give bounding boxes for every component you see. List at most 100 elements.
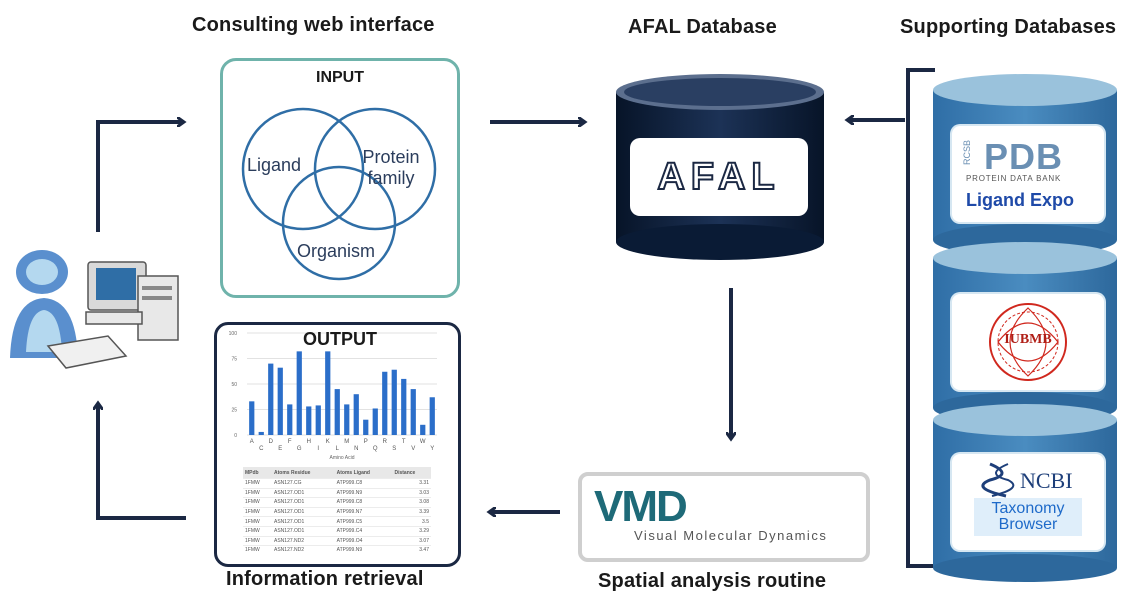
- dna-helix-icon: [981, 462, 1015, 498]
- table-cell: ASN127.CG: [272, 478, 335, 489]
- venn-circle-organism: [281, 165, 397, 281]
- user-computer-icon: [10, 250, 179, 369]
- table-header-cell: Distance: [392, 467, 431, 479]
- x-tick-label: E: [278, 446, 282, 452]
- heading-spatial-analysis: Spatial analysis routine: [598, 570, 827, 592]
- bar-D: [268, 363, 274, 435]
- y-tick-label: 100: [229, 331, 238, 337]
- table-cell: ATP999.C5: [334, 516, 393, 527]
- bar-R: [382, 371, 388, 435]
- table-cell: 3.03: [392, 487, 431, 498]
- table-cell: 1FMW: [243, 545, 273, 555]
- bar-Q: [372, 408, 378, 435]
- vmd-panel: VMD Visual Molecular Dynamics: [578, 472, 870, 562]
- table-cell: 1FMW: [243, 506, 273, 517]
- ligand-expo-label: Ligand Expo: [966, 190, 1074, 210]
- table-cell: 1FMW: [243, 535, 273, 546]
- heading-afal-database: AFAL Database: [628, 16, 777, 38]
- bar-G: [296, 351, 302, 435]
- x-tick-label: H: [307, 439, 311, 445]
- x-tick-label: N: [354, 446, 358, 452]
- arrow-user-to-input: [96, 122, 183, 232]
- table-cell: 1FMW: [243, 487, 273, 498]
- x-tick-label: L: [336, 446, 340, 452]
- bar-W: [420, 424, 426, 435]
- x-tick-label: Q: [373, 446, 378, 452]
- venn-circle-protein-family: [313, 107, 437, 231]
- table-cell: ASN127.OD1: [272, 525, 335, 537]
- x-tick-label: P: [364, 439, 368, 445]
- iubmb-logo: IUBMB: [1004, 332, 1052, 347]
- venn-label-organism: Organism: [297, 241, 376, 261]
- x-tick-label: C: [259, 446, 264, 452]
- table-cell: ASN127.ND2: [272, 535, 335, 546]
- venn-label-ligand: Ligand: [247, 155, 302, 175]
- venn-circle-ligand: [241, 107, 365, 231]
- table-cell: ASN127.OD1: [272, 487, 335, 498]
- x-tick-label: M: [344, 439, 349, 445]
- input-title: INPUT: [316, 69, 364, 86]
- table-cell: 3.47: [392, 545, 431, 555]
- afal-database-cylinder: [616, 74, 824, 260]
- table-cell: ATP999.N7: [334, 506, 393, 517]
- supporting-cylinder-stack: [933, 74, 1117, 582]
- bar-T: [401, 378, 407, 435]
- table-cell: ASN127.OD1: [272, 516, 335, 527]
- bar-S: [391, 369, 397, 435]
- rcsb-text: RCSB: [962, 140, 972, 166]
- taxonomy-line: Taxonomy: [991, 500, 1065, 517]
- bar-C: [258, 431, 264, 435]
- table-cell: 1FMW: [243, 525, 273, 537]
- table-header-cell: Atoms Residue: [272, 467, 335, 479]
- x-tick-label: F: [288, 439, 292, 445]
- y-tick-label: 25: [231, 408, 237, 414]
- vmd-logo: VMD: [594, 482, 688, 531]
- x-axis-label: Amino Acid: [329, 455, 354, 461]
- pdb-subtitle: PROTEIN DATA BANK: [966, 174, 1062, 183]
- x-tick-label: A: [250, 439, 254, 445]
- bar-F: [287, 404, 293, 435]
- table-cell: ATP999.N9: [334, 487, 393, 498]
- venn-label-protein-family: Protein family: [362, 147, 420, 188]
- x-tick-label: I: [317, 446, 319, 452]
- table-cell: 3.08: [392, 497, 431, 508]
- x-tick-label: G: [297, 446, 302, 452]
- table-cell: ATP999.O4: [334, 535, 393, 546]
- output-title: OUTPUT: [303, 329, 377, 349]
- bar-E: [277, 367, 283, 435]
- bar-V: [410, 389, 416, 435]
- y-tick-label: 50: [231, 382, 237, 388]
- pdb-ligand-expo-card: RCSB PDB PROTEIN DATA BANK Ligand Expo: [952, 126, 1104, 222]
- bar-M: [344, 404, 350, 435]
- ncbi-taxonomy-card: NCBI Taxonomy Browser: [952, 454, 1104, 550]
- table-cell: 3.5: [392, 516, 431, 527]
- heading-consulting-web-interface: Consulting web interface: [192, 14, 435, 36]
- table-cell: 3.07: [392, 535, 431, 546]
- x-tick-label: V: [411, 446, 415, 452]
- arrow-output-to-user: [98, 404, 186, 520]
- table-cell: 1FMW: [243, 516, 273, 527]
- x-tick-label: W: [420, 439, 426, 445]
- supporting-bracket: [906, 68, 935, 568]
- taxonomy-browser-label: Taxonomy Browser: [974, 498, 1082, 536]
- x-tick-label: T: [402, 439, 406, 445]
- table-cell: 3.39: [392, 506, 431, 517]
- table-cell: ATP999.C8: [334, 478, 393, 489]
- y-tick-label: 0: [234, 433, 237, 439]
- iubmb-seal-icon: [989, 303, 1067, 381]
- pdb-logo: PDB: [984, 136, 1064, 177]
- bar-P: [363, 419, 369, 435]
- bar-A: [249, 401, 255, 435]
- bar-K: [325, 351, 331, 435]
